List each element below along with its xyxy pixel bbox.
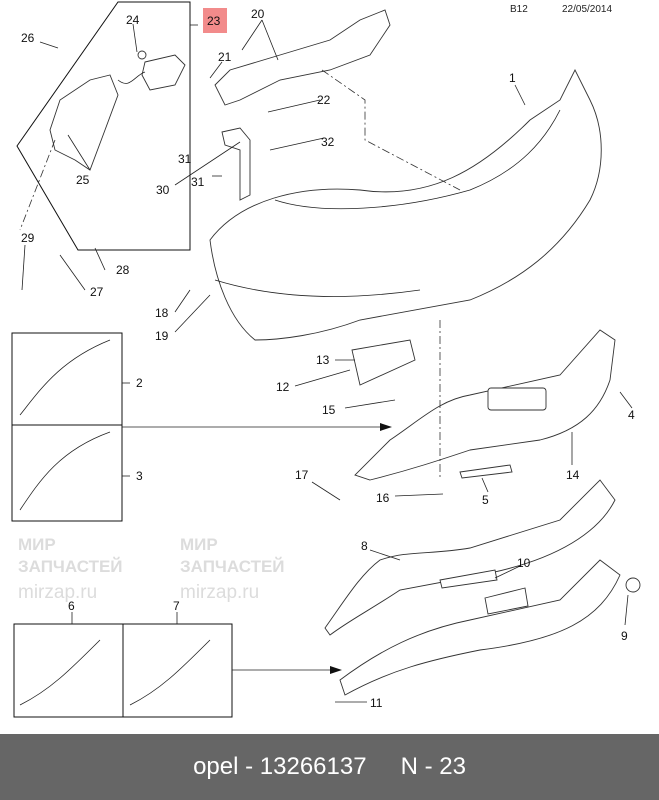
part-info-bar: opel - 13266137 N - 23 — [0, 734, 659, 800]
watermark-text: ЗАПЧАСТЕЙ — [180, 557, 285, 576]
watermark: МИР ЗАПЧАСТЕЙ mirzap.ru МИР ЗАПЧАСТЕЙ mi… — [18, 535, 285, 603]
callout-number: N - 23 — [400, 753, 466, 780]
callout-label: 27 — [90, 285, 104, 299]
watermark-text: МИР — [180, 535, 218, 554]
callout-label: 5 — [482, 493, 489, 507]
callout-label: 20 — [251, 7, 265, 21]
callout-label: 1 — [509, 71, 516, 85]
callout-label: 10 — [517, 556, 531, 570]
callout-label: 25 — [76, 173, 90, 187]
callout-label: 26 — [21, 31, 35, 45]
watermark-text: mirzap.ru — [180, 582, 259, 603]
watermark-text: mirzap.ru — [18, 582, 97, 603]
callout-label: 16 — [376, 491, 390, 505]
callout-label: 7 — [173, 599, 180, 613]
watermark-text: ЗАПЧАСТЕЙ — [18, 557, 123, 576]
diagram-date: 22/05/2014 — [562, 4, 612, 15]
callout-label: 3 — [136, 469, 143, 483]
diagram-code: B12 — [510, 4, 528, 15]
callout-label: 32 — [321, 135, 335, 149]
callout-label: 29 — [21, 231, 35, 245]
callout-label: 4 — [628, 408, 635, 422]
callout-label: 24 — [126, 13, 140, 27]
callout-label: 14 — [566, 468, 580, 482]
callout-label: 15 — [322, 403, 336, 417]
callout-label: 6 — [68, 599, 75, 613]
callout-label: 17 — [295, 468, 309, 482]
callout-label: 22 — [317, 93, 331, 107]
callout-label: 11 — [370, 696, 383, 710]
callout-highlighted: 23 — [207, 14, 221, 28]
callout-label: 13 — [316, 353, 330, 367]
callout-label: 31 — [178, 152, 192, 166]
watermark-text: МИР — [18, 535, 56, 554]
callout-label: 12 — [276, 380, 290, 394]
callout-label: 19 — [155, 329, 169, 343]
callout-label: 31 — [191, 175, 205, 189]
parts-diagram: B12 22/05/2014 23 — [11, 1, 641, 718]
callout-label: 21 — [218, 50, 232, 64]
callout-label: 28 — [116, 263, 130, 277]
highlight-box — [203, 8, 227, 33]
callout-label: 8 — [361, 539, 368, 553]
callout-label: 2 — [136, 376, 143, 390]
callouts: 1 2 3 4 5 6 7 8 9 10 11 12 13 14 15 16 1… — [21, 7, 635, 710]
part-number: opel - 13266137 — [193, 753, 367, 780]
callout-label: 9 — [621, 629, 628, 643]
callout-label: 30 — [156, 183, 170, 197]
callout-label: 18 — [155, 306, 169, 320]
